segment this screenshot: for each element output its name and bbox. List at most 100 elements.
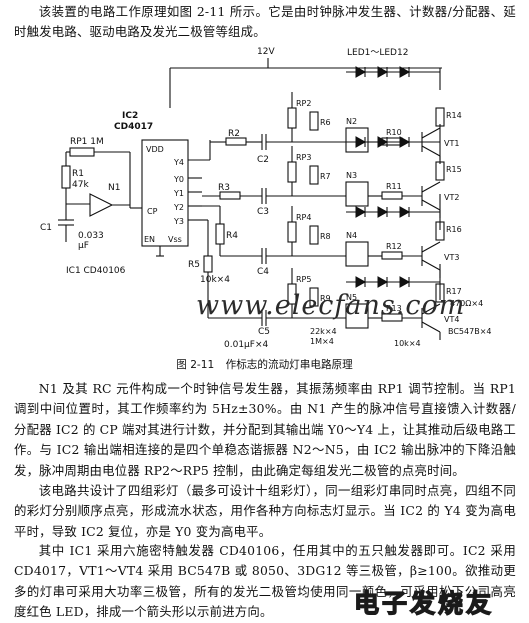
r-label-2: R7: [320, 172, 331, 181]
ic2-counter: IC2 CD4017 VDD Y4 Y0 Y1 CP Y2 Y3 EN Vss: [114, 111, 211, 257]
rb-label-1: R10: [386, 128, 402, 137]
r1-body: [61, 165, 71, 189]
gate-label-2: N3: [346, 171, 357, 180]
led-12: [399, 276, 411, 288]
pin-y2: Y2: [173, 203, 184, 212]
c5-label: C5: [258, 327, 270, 337]
figure-caption: 图 2-11 作标志的流动灯串电路原理: [0, 357, 529, 372]
c1-value: 0.033: [78, 231, 104, 241]
vt-emitter: [421, 199, 441, 211]
led-9: [399, 206, 411, 218]
n1-gate: [89, 193, 114, 217]
rp-label-4: RP5: [296, 275, 311, 284]
vt-label-4: VT4: [444, 315, 459, 324]
caption-title: 作标志的流动灯串电路原理: [225, 359, 353, 371]
pin-vdd: VDD: [146, 145, 164, 154]
rc-body-4: [435, 283, 445, 303]
r5-body: [203, 255, 213, 273]
pin-y0: Y0: [173, 175, 184, 184]
paragraph-parts: 其中 IC1 采用六施密特触发器 CD40106，任用其中的五只触发器即可。IC…: [14, 543, 516, 620]
led-strings: [346, 66, 440, 288]
pin-y1: Y1: [173, 189, 184, 198]
r-label-3: R8: [320, 232, 331, 241]
vt-collector: [421, 181, 441, 193]
rp1-label: RP1 1M: [70, 137, 104, 147]
vt-emitter: [421, 321, 441, 333]
caption-number: 图 2-11: [176, 359, 215, 371]
watermark: www.elecfans.com: [196, 290, 465, 321]
r-body-2: [309, 165, 319, 185]
supply-rail: 12V: [169, 47, 442, 300]
vt-emitter: [421, 259, 441, 271]
vt-collector: [421, 127, 441, 139]
r13-value: 10k×4: [394, 339, 421, 348]
r2-body: [225, 137, 247, 146]
r4-label: R4: [226, 231, 238, 241]
ic2-body: [141, 139, 189, 247]
pin-y4: Y4: [173, 158, 184, 167]
n1-label: N1: [108, 183, 120, 193]
c3-label: C3: [257, 207, 269, 217]
rc-label-4: R17: [446, 287, 462, 296]
gate-body-1: [345, 127, 369, 153]
vt-collector: [421, 303, 441, 315]
ic2-name: IC2: [122, 111, 138, 121]
rc-label-1: R14: [446, 111, 462, 120]
vt-emitter: [421, 145, 441, 157]
r3-label: R3: [218, 183, 230, 193]
pin-cp: CP: [147, 207, 158, 216]
pin-vss: Vss: [168, 235, 182, 244]
led-11: [377, 276, 389, 288]
rp5-value: 1M×4: [310, 337, 334, 346]
r-body-3: [309, 225, 319, 245]
rp-label-3: RP4: [296, 213, 311, 222]
c1-label: C1: [40, 223, 52, 233]
vt-label-1: VT1: [444, 139, 459, 148]
r-label-4: R9: [320, 294, 331, 303]
led-2: [377, 66, 389, 78]
rb-label-3: R12: [386, 242, 402, 251]
coupling-network: R2 C2 R3 C3 R4 C4 R5 10k×4 C5: [188, 129, 292, 350]
c5-value: 0.01μF×4: [224, 340, 268, 350]
paragraph-clock: N1 及其 RC 元件构成一个时钟信号发生器，其振荡频率由 RP1 调节控制。当…: [14, 381, 516, 478]
led-10: [355, 276, 367, 288]
pin-en: EN: [144, 235, 155, 244]
r17-value: 470Ω×4: [450, 299, 483, 308]
rp-label-1: RP2: [296, 99, 311, 108]
rp-label-2: RP3: [296, 153, 311, 162]
r1-label: R1: [72, 169, 84, 179]
c1-unit: μF: [78, 241, 89, 251]
gate-body-2: [345, 181, 369, 207]
r5-label: R5: [188, 260, 200, 270]
rc-label-3: R16: [446, 225, 462, 234]
gate-label-4: N5: [346, 293, 357, 302]
rp1-body: [69, 147, 95, 157]
vt-label-2: VT2: [444, 193, 459, 202]
r-body-4: [309, 287, 319, 307]
rc-body-3: [435, 221, 445, 241]
r3-body: [219, 191, 241, 200]
ic2-part: CD4017: [114, 122, 153, 132]
vt-label-3: VT3: [444, 253, 459, 262]
r-label-1: R6: [320, 118, 331, 127]
r5-value: 10k×4: [200, 275, 230, 285]
vt-part: BC547B×4: [448, 327, 491, 336]
c4-label: C4: [257, 267, 269, 277]
led-4: [355, 136, 367, 148]
led-1: [355, 66, 367, 78]
logo-text: 电子发烧友: [353, 588, 495, 618]
clock-generator: RP1 1M R1 47k N1 C1 0.033 μF IC1 CD40106: [40, 137, 142, 276]
rp-body-3: [287, 221, 297, 243]
gate-label-3: N4: [346, 231, 357, 240]
r-body-1: [309, 111, 319, 131]
led-7: [355, 206, 367, 218]
r9-value: 22k×4: [310, 327, 337, 336]
vt-collector: [421, 241, 441, 253]
gate-body-3: [345, 241, 369, 267]
r4-body: [215, 223, 225, 245]
rb-label-2: R11: [386, 182, 402, 191]
